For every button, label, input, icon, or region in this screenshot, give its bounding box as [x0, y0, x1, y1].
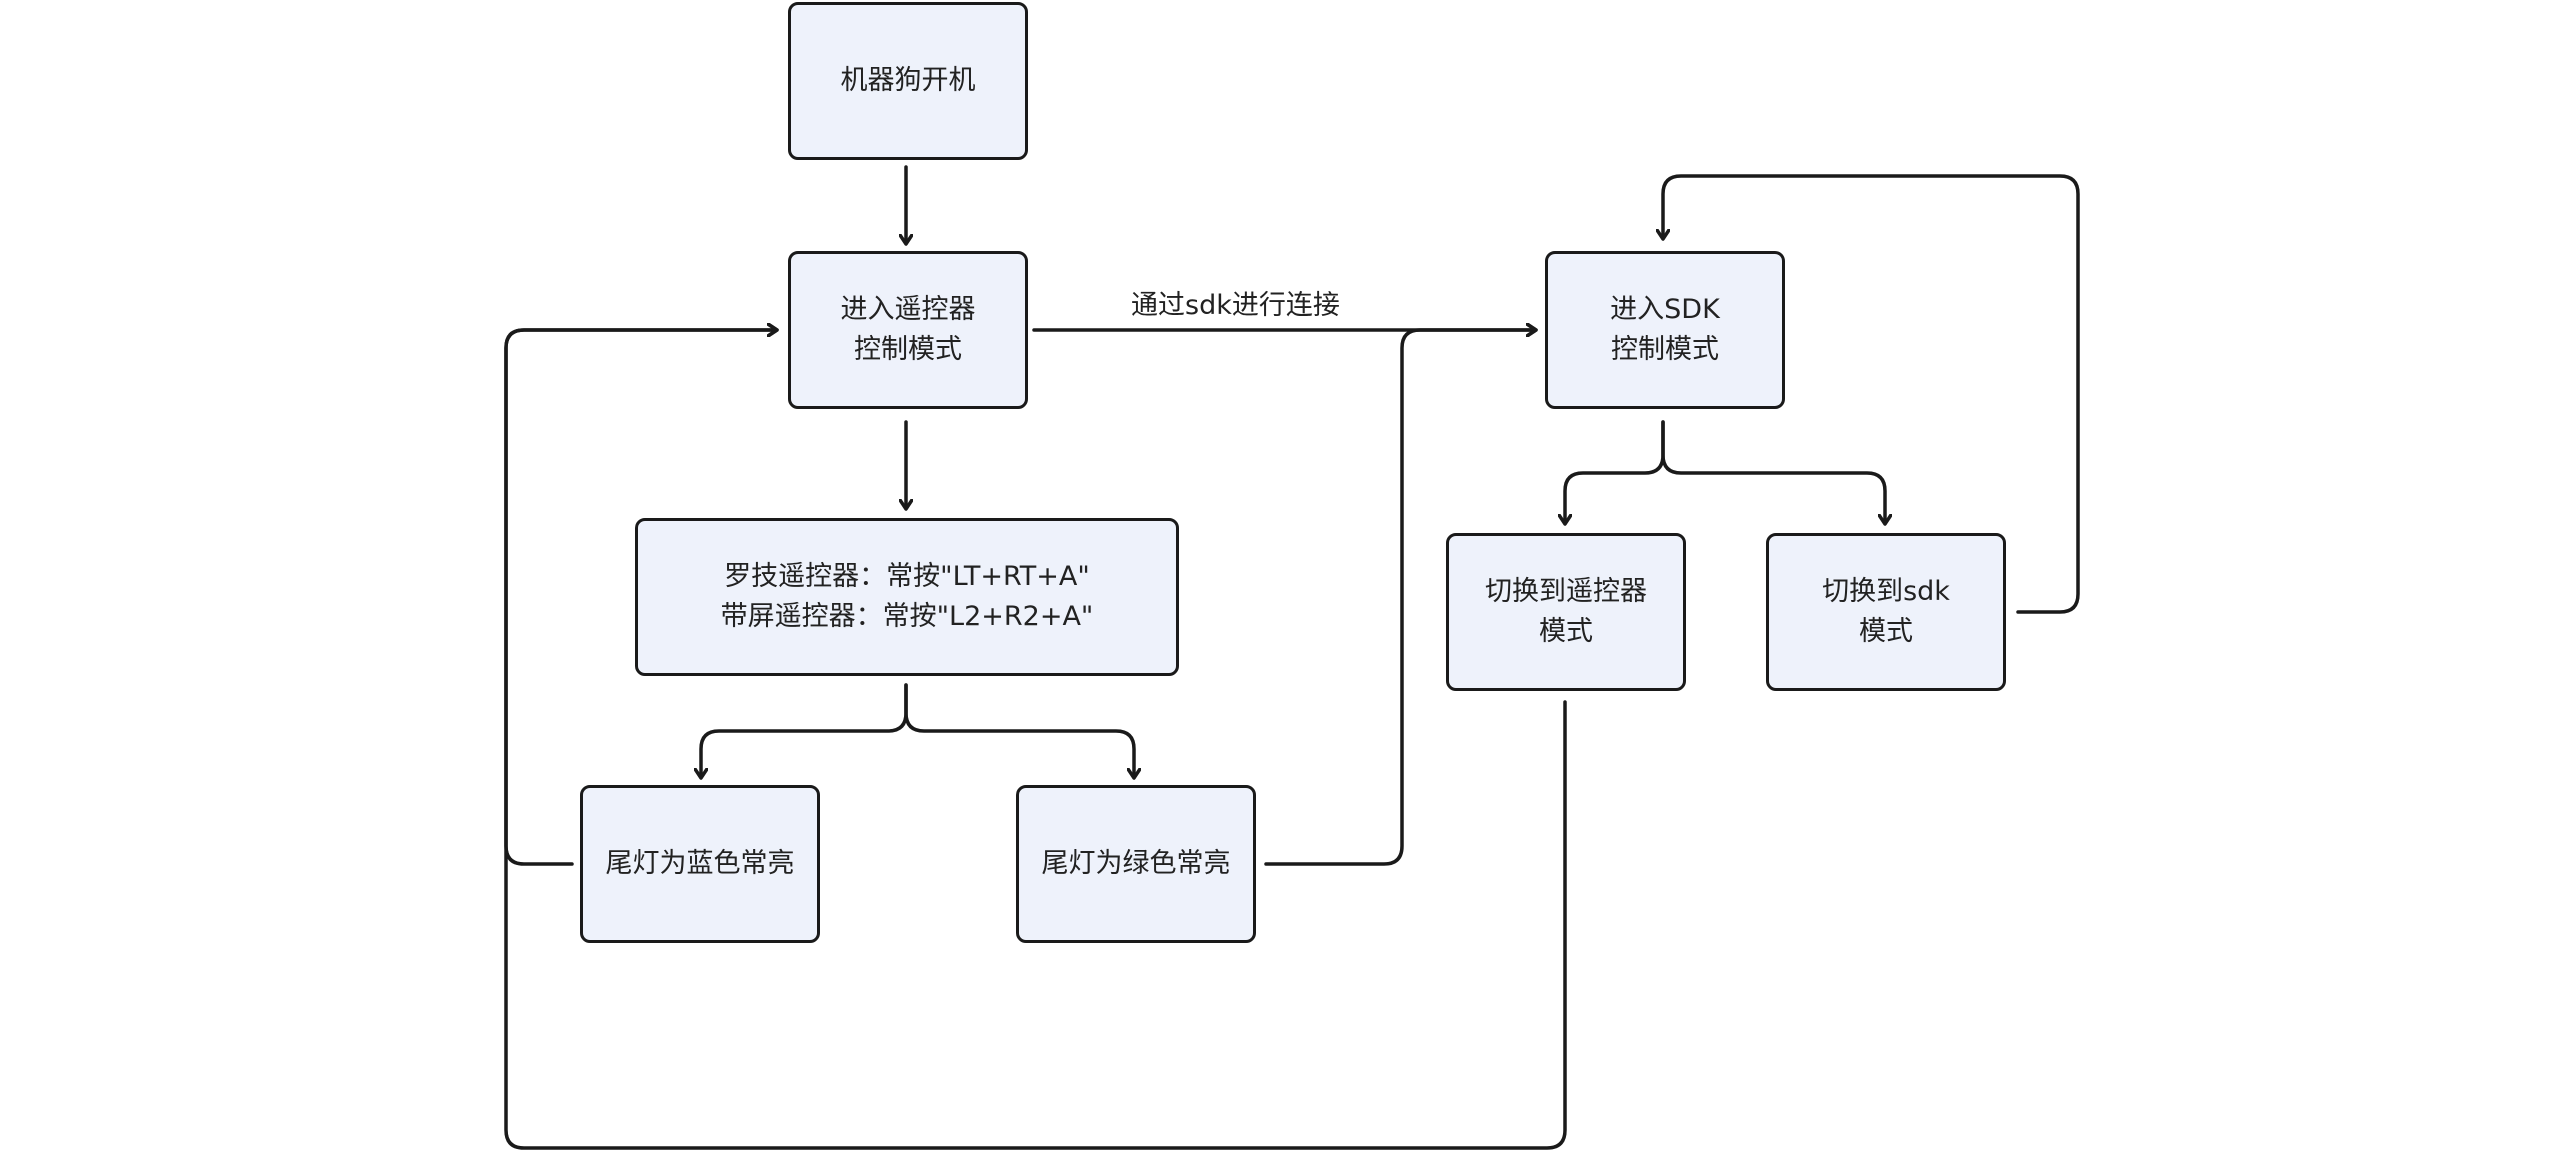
node-remote-control-mode: 进入遥控器 控制模式	[788, 251, 1028, 409]
node-green-light: 尾灯为绿色常亮	[1016, 785, 1256, 943]
node-sdk-control-mode-line1: 进入SDK	[1610, 294, 1720, 325]
node-switch-to-remote-line1: 切换到遥控器	[1485, 576, 1647, 607]
node-sdk-control-mode: 进入SDK 控制模式	[1545, 251, 1785, 409]
node-switch-to-remote: 切换到遥控器 模式	[1446, 533, 1686, 691]
node-sdk-control-mode-line2: 控制模式	[1611, 334, 1719, 365]
node-power-on-label: 机器狗开机	[840, 65, 976, 96]
node-remote-control-mode-line1: 进入遥控器	[840, 294, 976, 325]
node-switch-to-sdk: 切换到sdk 模式	[1766, 533, 2006, 691]
node-switch-to-sdk-line1: 切换到sdk	[1822, 576, 1950, 607]
edge-sdk-to-switchremote	[1565, 420, 1665, 523]
node-power-on: 机器狗开机	[788, 2, 1028, 160]
node-blue-light-label: 尾灯为蓝色常亮	[605, 848, 795, 879]
node-switch-to-remote-line2: 模式	[1539, 616, 1593, 647]
edge-green-to-sdk	[1264, 330, 1535, 866]
node-key-combo: 罗技遥控器：常按"LT+RT+A" 带屏遥控器：常按"L2+R2+A"	[635, 518, 1179, 676]
node-green-light-label: 尾灯为绿色常亮	[1041, 848, 1231, 879]
node-key-combo-line1: 罗技遥控器：常按"LT+RT+A"	[724, 561, 1090, 592]
edge-keycombo-to-green	[904, 683, 1134, 777]
edge-switchremote-to-remote	[504, 330, 1567, 1150]
edge-switchsdk-to-sdk	[1663, 174, 2080, 614]
node-key-combo-line2: 带屏遥控器：常按"L2+R2+A"	[720, 601, 1094, 632]
node-switch-to-sdk-line2: 模式	[1859, 616, 1913, 647]
node-blue-light: 尾灯为蓝色常亮	[580, 785, 820, 943]
node-remote-control-mode-line2: 控制模式	[854, 334, 962, 365]
edge-sdk-to-switchsdk	[1661, 420, 1885, 523]
edge-keycombo-to-blue	[701, 683, 908, 777]
edge-label-connect-sdk: 通过sdk进行连接	[1131, 290, 1340, 321]
